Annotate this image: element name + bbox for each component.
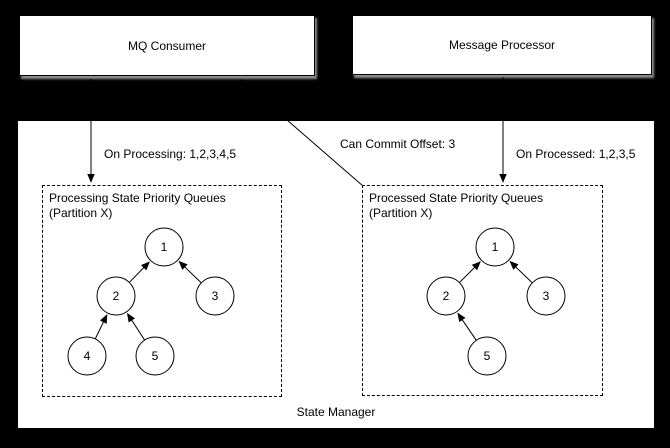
message-processor-box: Message Processor: [352, 15, 652, 75]
processing-queue-box: Processing State Priority Queues (Partit…: [42, 185, 282, 397]
on-processed-label: On Processed: 1,2,3,5: [516, 147, 636, 161]
message-processor-label: Message Processor: [448, 38, 556, 52]
on-processing-label: On Processing: 1,2,3,4,5: [104, 147, 237, 161]
processed-queue-subtitle: (Partition X): [369, 206, 433, 220]
processed-queue-box: Processed State Priority Queues (Partiti…: [362, 185, 603, 396]
processing-queue-title: Processing State Priority Queues: [49, 191, 226, 205]
can-commit-offset-label: Can Commit Offset: 3: [340, 137, 456, 151]
state-manager-label: State Manager: [296, 405, 376, 419]
processed-queue-title: Processed State Priority Queues: [369, 191, 544, 205]
mq-consumer-label: MQ Consumer: [127, 38, 207, 53]
processing-queue-subtitle: (Partition X): [49, 206, 113, 220]
mq-consumer-box: MQ Consumer: [19, 15, 315, 76]
